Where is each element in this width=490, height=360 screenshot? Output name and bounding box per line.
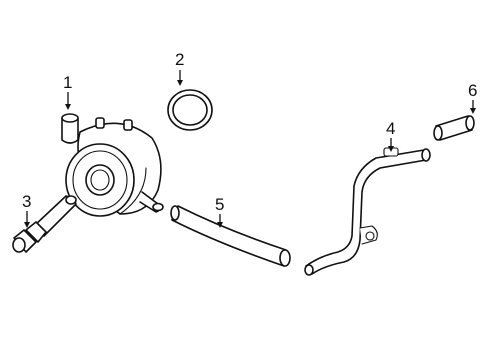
oil-cooler-icon	[61, 113, 164, 217]
pipe-sleeve-icon	[433, 115, 475, 141]
o-ring-icon	[167, 89, 213, 131]
callout-3: 3	[22, 192, 31, 228]
connector-bolt-icon	[12, 195, 77, 253]
callout-1: 1	[63, 73, 72, 110]
part-number-label: 6	[468, 81, 477, 100]
part-number-label: 3	[22, 192, 31, 211]
part-number-label: 2	[175, 50, 184, 69]
oil-pipe-icon	[304, 147, 431, 276]
callout-2: 2	[175, 50, 184, 86]
part-number-label: 4	[386, 119, 395, 138]
part-number-label: 5	[215, 195, 224, 214]
hose-icon	[170, 205, 291, 267]
callout-6: 6	[468, 81, 477, 114]
callout-5: 5	[215, 195, 224, 228]
part-number-label: 1	[63, 73, 72, 92]
callout-4: 4	[386, 119, 395, 152]
